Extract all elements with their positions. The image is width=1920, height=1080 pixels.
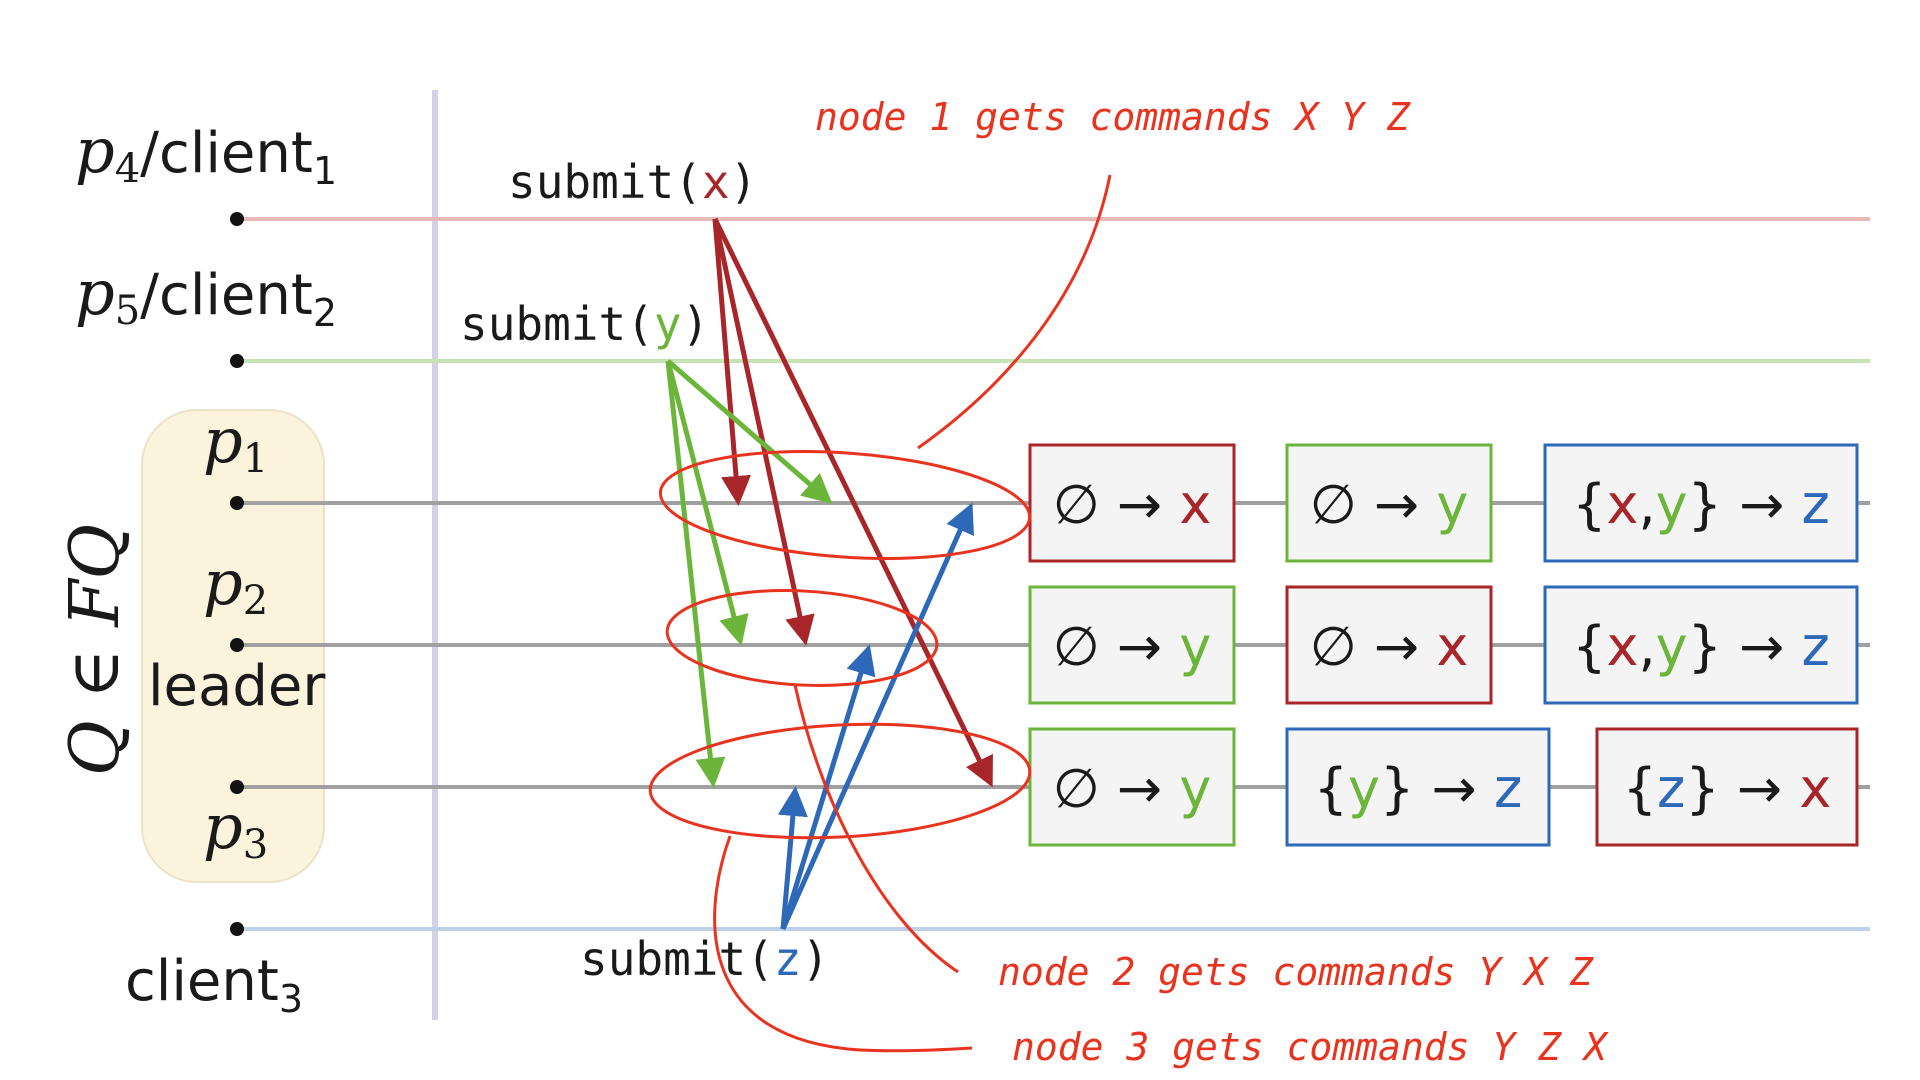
arrow-y-to-p1 <box>666 359 833 504</box>
annotation-node1: node 1 gets commands X Y Z <box>815 95 1411 139</box>
timeline-dot-p4 <box>230 212 244 226</box>
label-leader: leader <box>148 654 326 719</box>
submit-z-label: submit(z) <box>580 932 829 986</box>
quorum-label: Q ∈ FQ <box>56 524 135 776</box>
command-box: {z} → x <box>1595 727 1859 847</box>
annotation-curve-node2 <box>793 684 959 974</box>
label-p4: p4/client1 <box>75 114 337 193</box>
command-box: ∅ → y <box>1285 443 1493 563</box>
command-box: ∅ → y <box>1028 585 1236 705</box>
annotation-ellipse-node1 <box>658 450 1032 560</box>
label-p1: p1 <box>203 404 268 482</box>
arrow-z-to-p1 <box>780 502 974 931</box>
arrow-z-to-p3 <box>777 786 808 930</box>
timeline-dot-p1 <box>230 496 244 510</box>
row-p3: ∅ → y {y} → z {z} → x <box>1028 727 1859 847</box>
row-p1: ∅ → x ∅ → y {x,y} → z <box>1028 443 1859 563</box>
arrow-y-to-p3 <box>665 360 726 788</box>
annotation-ellipse-node3 <box>648 722 1032 840</box>
command-box: ∅ → x <box>1285 585 1493 705</box>
svg-text:∅ → x: ∅ → x <box>1053 473 1212 536</box>
label-client3: client3 <box>125 949 303 1021</box>
annotation-node3: node 3 gets commands Y Z X <box>1012 1025 1609 1069</box>
timeline-dot-p5 <box>230 354 244 368</box>
arrow-y-to-p2 <box>665 360 749 646</box>
annotation-curve-node3 <box>713 835 973 1053</box>
svg-text:∅ → y: ∅ → y <box>1053 757 1212 820</box>
row-p2: ∅ → y ∅ → x {x,y} → z <box>1028 585 1859 705</box>
label-p3: p3 <box>203 790 268 868</box>
arrow-x-to-p3 <box>712 217 993 788</box>
arrow-x-to-p2 <box>712 218 815 646</box>
label-p5: p5/client2 <box>75 256 337 335</box>
command-box: {x,y} → z <box>1543 585 1859 705</box>
svg-text:{x,y} → z: {x,y} → z <box>1572 615 1830 678</box>
command-box: {y} → z <box>1285 727 1551 847</box>
timeline-dot-p2 <box>230 638 244 652</box>
annotation-curve-node1 <box>917 174 1112 450</box>
label-p2: p2 <box>203 546 268 624</box>
annotation-node2: node 2 gets commands Y X Z <box>998 950 1594 994</box>
arrow-x-to-p1 <box>712 218 751 506</box>
svg-text:∅ → x: ∅ → x <box>1310 615 1469 678</box>
svg-text:{z} → x: {z} → x <box>1623 757 1832 820</box>
svg-text:∅ → y: ∅ → y <box>1053 615 1212 678</box>
submit-y-label: submit(y) <box>460 297 709 351</box>
command-box: ∅ → y <box>1028 727 1236 847</box>
svg-text:{y} → z: {y} → z <box>1314 757 1523 820</box>
timeline-dot-client3 <box>230 922 244 936</box>
submit-x-label: submit(x) <box>508 155 757 209</box>
command-box: ∅ → x <box>1028 443 1236 563</box>
timeline-dot-p3 <box>230 780 244 794</box>
annotation-ellipse-node2 <box>665 589 939 687</box>
command-box: {x,y} → z <box>1543 443 1859 563</box>
svg-text:{x,y} → z: {x,y} → z <box>1572 473 1830 536</box>
svg-text:∅ → y: ∅ → y <box>1310 473 1469 536</box>
